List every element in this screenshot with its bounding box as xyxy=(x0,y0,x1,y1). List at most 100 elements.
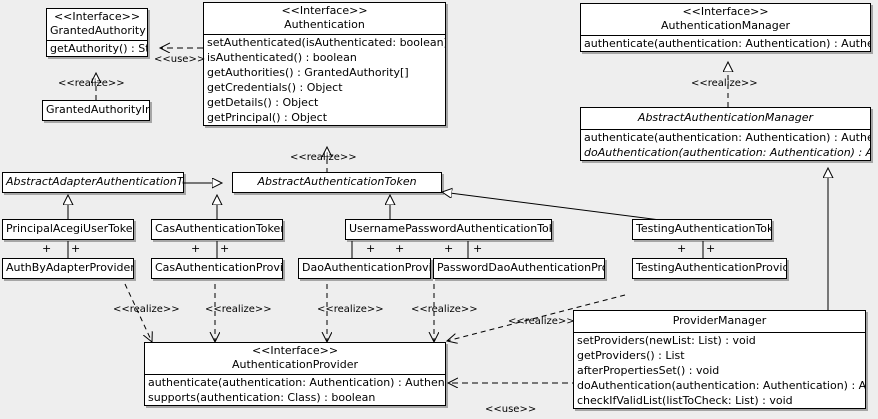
class-member: setAuthenticated(isAuthenticated: boolea… xyxy=(207,36,446,49)
class-name: TestingAuthenticationToken xyxy=(636,222,772,235)
class-stereotype: <<Interface>> xyxy=(281,4,368,17)
section-divider xyxy=(145,374,445,375)
class-auth-by-adapter-provider[interactable]: AuthByAdapterProvider xyxy=(2,258,134,279)
class-header: UsernamePasswordAuthenticationToken xyxy=(346,220,551,239)
class-header: <<Interface>> Authentication xyxy=(204,3,445,34)
class-members: setProviders(newList: List) : void getPr… xyxy=(574,333,865,408)
edge-label-realize-cas-authentication-provider: <<realize>> xyxy=(205,304,272,315)
class-header: TestingAuthenticationProvider xyxy=(633,259,786,278)
class-header: ProviderManager xyxy=(574,311,865,332)
section-divider xyxy=(581,129,870,130)
multiplicity-marker: + xyxy=(444,242,454,255)
class-name: PrincipalAcegiUserToken xyxy=(6,222,134,235)
class-name: AuthenticationProvider xyxy=(231,358,359,371)
class-header: AbstractAuthenticationToken xyxy=(233,173,441,192)
class-password-dao-authentication-provider[interactable]: PasswordDaoAuthenticationProvider xyxy=(433,258,605,279)
class-member: setProviders(newList: List) : void xyxy=(577,334,756,347)
edge-label-use-provider-manager: <<use>> xyxy=(485,404,537,415)
edge-label-use-granted-authority: <<use>> xyxy=(154,54,206,65)
multiplicity-marker: + xyxy=(191,242,201,255)
class-header: AbstractAuthenticationManager xyxy=(581,108,870,129)
class-abstract-adapter-authentication-token[interactable]: AbstractAdapterAuthenticationToken xyxy=(2,172,184,193)
class-header: <<Interface>> AuthenticationProvider xyxy=(145,343,445,374)
class-authentication-provider[interactable]: <<Interface>> AuthenticationProvider aut… xyxy=(144,342,446,406)
class-header: GrantedAuthorityImpl xyxy=(43,101,149,120)
class-member: getProviders() : List xyxy=(577,349,685,362)
class-name: Authentication xyxy=(284,18,365,31)
class-name: CasAuthenticationToken xyxy=(155,222,283,235)
class-header: PrincipalAcegiUserToken xyxy=(3,220,133,239)
class-stereotype: <<Interface>> xyxy=(682,5,769,18)
class-username-password-authentication-token[interactable]: UsernamePasswordAuthenticationToken xyxy=(345,219,552,240)
class-name: GrantedAuthorityImpl xyxy=(46,103,149,116)
class-member: isAuthenticated() : boolean xyxy=(207,51,357,64)
class-header: <<Interface>> GrantedAuthority xyxy=(47,9,147,40)
class-authentication[interactable]: <<Interface>> Authentication setAuthenti… xyxy=(203,2,446,126)
class-member: checkIfValidList(listToCheck: List) : vo… xyxy=(577,394,793,407)
class-members: setAuthenticated(isAuthenticated: boolea… xyxy=(204,35,445,125)
class-granted-authority[interactable]: <<Interface>> GrantedAuthority getAuthor… xyxy=(46,8,148,57)
class-provider-manager[interactable]: ProviderManager setProviders(newList: Li… xyxy=(573,310,866,409)
class-header: <<Interface>> AuthenticationManager xyxy=(581,4,870,35)
edge-label-realize-password-dao-authentication-provider: <<realize>> xyxy=(411,304,478,315)
class-name: GrantedAuthority xyxy=(50,24,146,37)
class-name: TestingAuthenticationProvider xyxy=(636,261,787,274)
edge-label-realize-abstract-authentication-token: <<realize>> xyxy=(290,152,357,163)
class-cas-authentication-token[interactable]: CasAuthenticationToken xyxy=(151,219,283,240)
class-header: PasswordDaoAuthenticationProvider xyxy=(434,259,604,278)
class-member: getAuthority() : String xyxy=(50,42,147,55)
class-member: supports(authentication: Class) : boolea… xyxy=(148,391,376,404)
class-cas-authentication-provider[interactable]: CasAuthenticationProvider xyxy=(151,258,283,279)
class-abstract-authentication-manager[interactable]: AbstractAuthenticationManager authentica… xyxy=(580,107,871,161)
class-name: DaoAuthenticationProvider xyxy=(302,261,430,274)
multiplicity-marker: + xyxy=(71,242,81,255)
class-testing-authentication-provider[interactable]: TestingAuthenticationProvider xyxy=(632,258,787,279)
multiplicity-marker: + xyxy=(366,242,376,255)
class-members: getAuthority() : String xyxy=(47,41,147,56)
class-header: AuthByAdapterProvider xyxy=(3,259,133,278)
edge-label-realize-abstract-authentication-manager: <<realize>> xyxy=(691,78,758,89)
edge-label-realize-auth-by-adapter-provider: <<realize>> xyxy=(113,304,180,315)
class-member: authenticate(authentication: Authenticat… xyxy=(148,376,446,389)
multiplicity-marker: + xyxy=(473,242,483,255)
class-name: AuthenticationManager xyxy=(661,19,790,32)
multiplicity-marker: + xyxy=(42,242,52,255)
edge-label-realize-dao-authentication-provider: <<realize>> xyxy=(317,304,384,315)
class-member: authenticate(authentication: Authenticat… xyxy=(584,131,870,144)
class-principal-acegi-user-token[interactable]: PrincipalAcegiUserToken xyxy=(2,219,134,240)
class-header: TestingAuthenticationToken xyxy=(633,220,771,239)
class-abstract-authentication-token[interactable]: AbstractAuthenticationToken xyxy=(232,172,442,193)
class-members: authenticate(authentication: Authenticat… xyxy=(581,130,870,160)
multiplicity-marker: + xyxy=(220,242,230,255)
class-authentication-manager[interactable]: <<Interface>> AuthenticationManager auth… xyxy=(580,3,871,52)
class-member: getPrincipal() : Object xyxy=(207,111,328,124)
class-name: AbstractAuthenticationManager xyxy=(637,111,814,124)
class-member: doAuthentication(authentication: Authent… xyxy=(584,146,870,159)
class-name: ProviderManager xyxy=(672,314,767,327)
edge-label-realize-provider-manager: <<realize>> xyxy=(508,316,575,327)
class-members: authenticate(authentication: Authenticat… xyxy=(145,375,445,405)
class-member: afterPropertiesSet() : void xyxy=(577,364,720,377)
multiplicity-marker: + xyxy=(706,242,716,255)
class-granted-authority-impl[interactable]: GrantedAuthorityImpl xyxy=(42,100,150,121)
class-dao-authentication-provider[interactable]: DaoAuthenticationProvider xyxy=(298,258,431,279)
class-member: getDetails() : Object xyxy=(207,96,319,109)
class-name: PasswordDaoAuthenticationProvider xyxy=(437,261,604,274)
class-header: AbstractAdapterAuthenticationToken xyxy=(3,173,183,192)
class-stereotype: <<Interface>> xyxy=(251,344,339,357)
class-member: getAuthorities() : GrantedAuthority[] xyxy=(207,66,409,79)
class-member: doAuthentication(authentication: Authent… xyxy=(577,379,866,392)
class-header: CasAuthenticationProvider xyxy=(152,259,282,278)
edge-label-realize-granted-authority-impl: <<realize>> xyxy=(58,78,125,89)
class-members: authenticate(authentication: Authenticat… xyxy=(581,36,870,51)
class-testing-authentication-token[interactable]: TestingAuthenticationToken xyxy=(632,219,772,240)
section-divider xyxy=(581,35,870,36)
class-member: getCredentials() : Object xyxy=(207,81,343,94)
class-name: CasAuthenticationProvider xyxy=(155,261,283,274)
class-name: AbstractAdapterAuthenticationToken xyxy=(6,175,183,188)
class-name: AbstractAuthenticationToken xyxy=(257,175,417,188)
class-name: AuthByAdapterProvider xyxy=(6,261,134,274)
section-divider xyxy=(47,40,147,41)
class-header: CasAuthenticationToken xyxy=(152,220,282,239)
